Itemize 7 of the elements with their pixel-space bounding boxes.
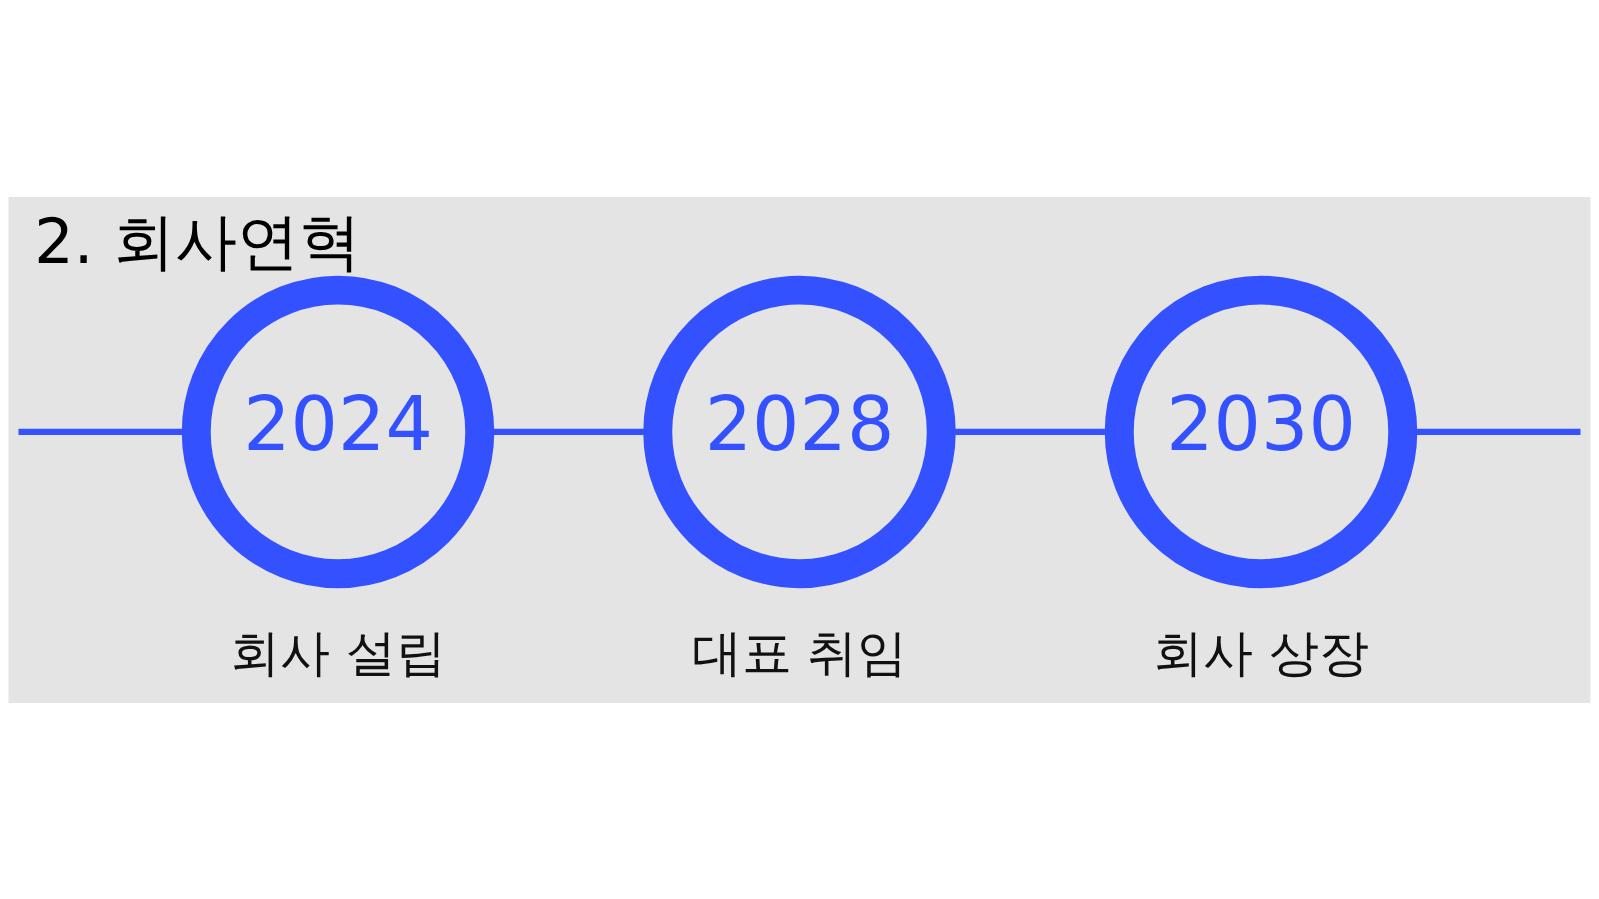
- node-circle: 2028: [643, 275, 956, 588]
- node-label: 회사 상장: [1153, 623, 1369, 682]
- node-circle: 2030: [1104, 275, 1418, 588]
- node-label: 회사 설립: [230, 623, 446, 682]
- node-label: 대표 취임: [691, 623, 908, 682]
- diagram-title: 2. 회사연혁: [34, 204, 362, 278]
- node-circle: 2024: [181, 275, 495, 588]
